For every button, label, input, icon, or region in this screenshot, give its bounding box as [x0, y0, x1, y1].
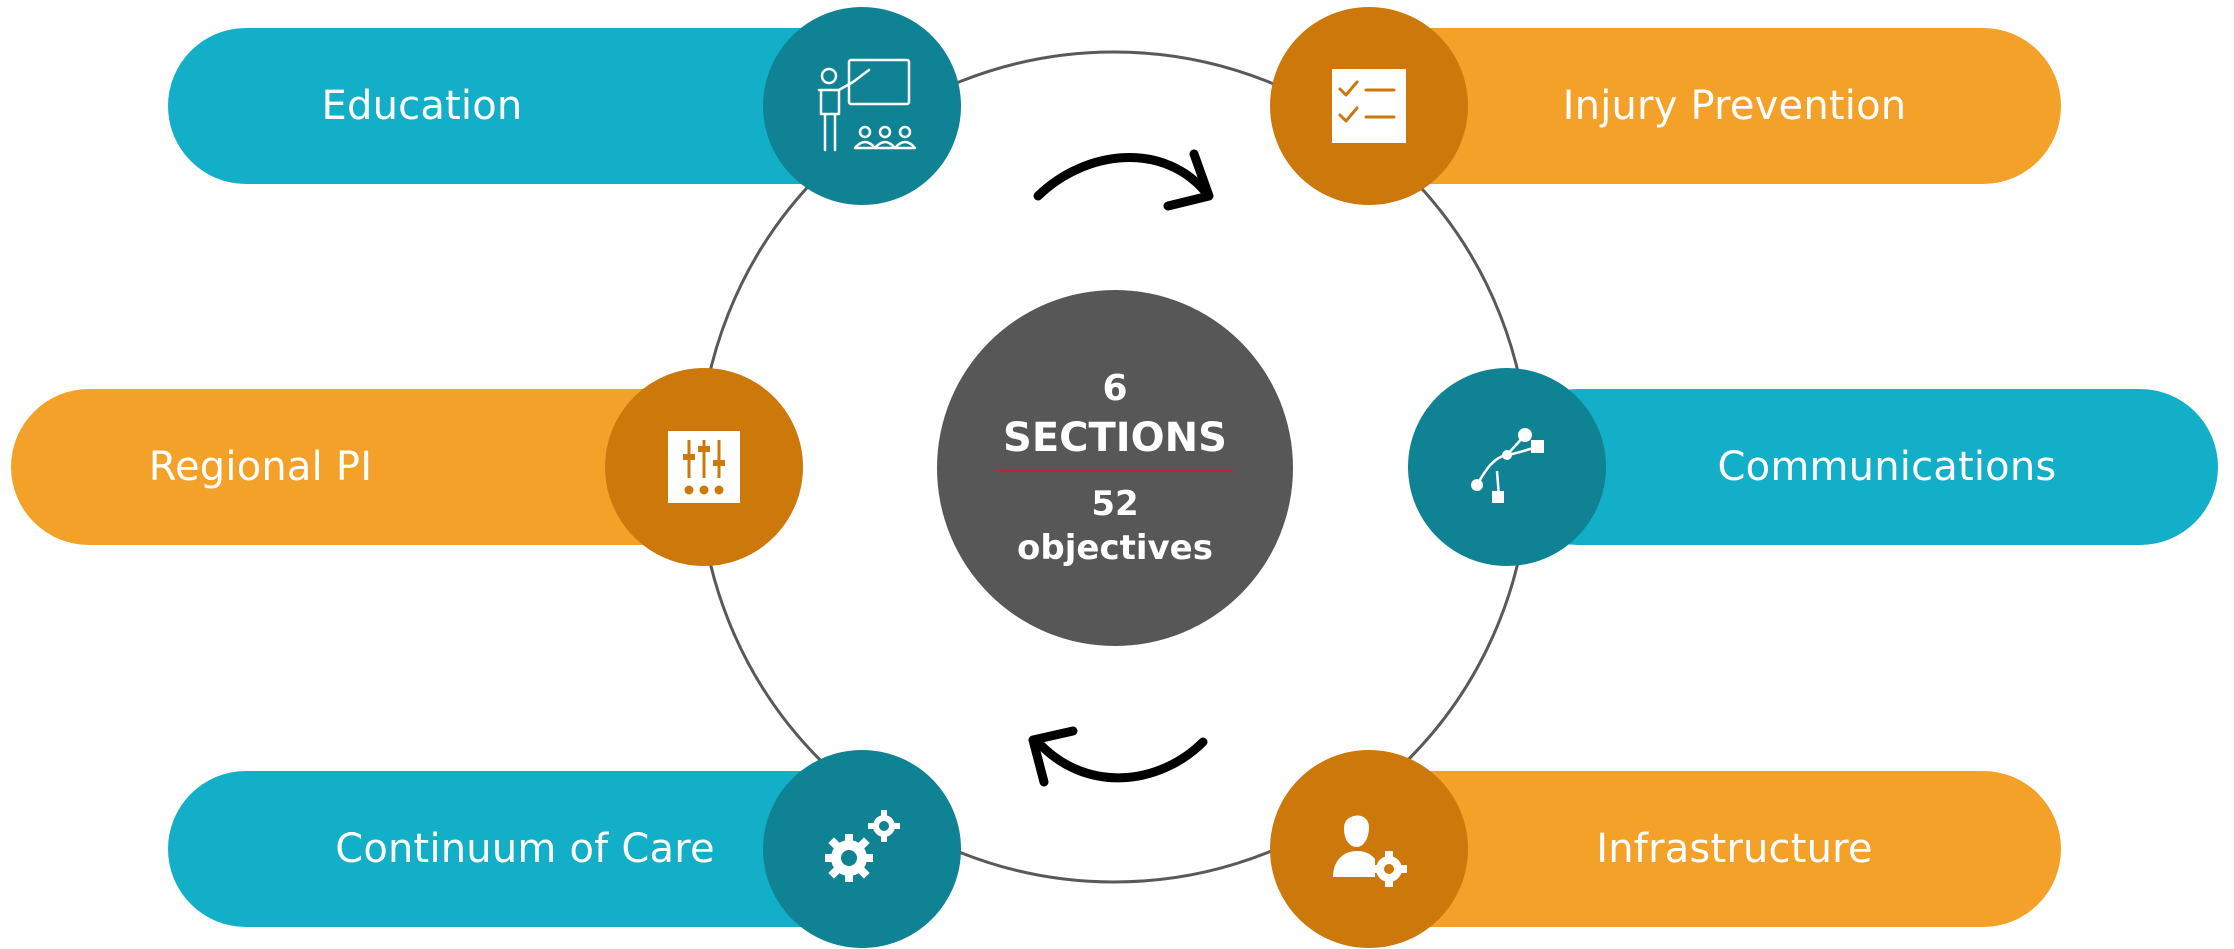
user-gear-icon — [1333, 815, 1407, 887]
clockwise-arrow-bottom — [1028, 726, 1208, 787]
sections-label: SECTIONS — [1003, 415, 1227, 461]
infrastructure-icon-disc — [1270, 750, 1468, 948]
regional-pi-icon-disc — [605, 368, 803, 566]
section-label-communications: Communications — [1717, 444, 2057, 490]
objectives-label: objectives — [1017, 528, 1213, 568]
section-label-regional-pi: Regional PI — [148, 444, 373, 490]
education-icon-disc — [763, 7, 961, 205]
teacher-presentation-icon — [817, 58, 917, 152]
sliders-icon — [668, 431, 740, 503]
communications-icon-disc — [1408, 368, 1606, 566]
section-label-continuum-of-care: Continuum of Care — [335, 826, 715, 872]
center-divider — [997, 470, 1233, 472]
network-nodes-icon — [1471, 428, 1544, 503]
section-label-education: Education — [321, 83, 523, 129]
objectives-count: 52 — [1091, 484, 1139, 524]
clockwise-arrow-top — [1033, 149, 1214, 211]
center-summary-circle: 6 SECTIONS 52 objectives — [937, 290, 1293, 646]
section-pill-communications: Communications — [1500, 389, 2218, 545]
section-pill-continuum-of-care: Continuum of Care — [168, 771, 888, 927]
continuum-of-care-icon-disc — [763, 750, 961, 948]
section-label-infrastructure: Infrastructure — [1596, 826, 1873, 872]
sections-count: 6 — [1102, 368, 1128, 409]
checklist-icon — [1332, 69, 1406, 143]
injury-prevention-icon-disc — [1270, 7, 1468, 205]
section-label-injury-prevention: Injury Prevention — [1562, 83, 1907, 129]
gears-icon — [825, 810, 900, 882]
